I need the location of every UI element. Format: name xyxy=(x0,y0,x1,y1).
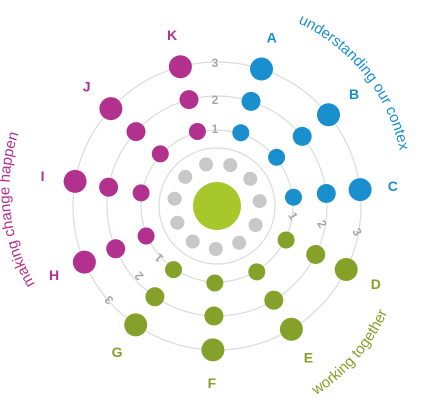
dot-e-2 xyxy=(264,290,284,310)
ring-label-left-1: 1 xyxy=(151,250,166,265)
ring-label-top-2: 2 xyxy=(212,93,219,107)
dot-b-3 xyxy=(317,103,340,127)
dot-b-1 xyxy=(268,148,286,166)
dot-j-3 xyxy=(99,97,123,121)
section-label-blue-path: understanding our context xyxy=(0,0,413,152)
dot-h-2 xyxy=(106,239,126,259)
dot-e-3 xyxy=(279,317,303,341)
dot-g-2 xyxy=(145,287,165,307)
spoke-letter-g: G xyxy=(112,344,123,360)
section-label-magenta: making change happen xyxy=(0,130,38,291)
dot-d-2 xyxy=(306,245,326,264)
spoke-letter-d: D xyxy=(371,276,381,292)
dot-a-2 xyxy=(241,91,261,111)
dot-c-3 xyxy=(348,178,372,202)
spoke-letter-h: H xyxy=(49,267,59,283)
spoke-letter-b: B xyxy=(349,86,359,102)
dot-h-1 xyxy=(137,227,155,245)
spoke-letter-e: E xyxy=(304,350,313,366)
dot-j-0 xyxy=(178,169,193,184)
dot-b-2 xyxy=(292,126,312,146)
dot-f-2 xyxy=(204,306,224,326)
ring-label-left-2: 2 xyxy=(131,268,146,283)
spoke-letter-f: F xyxy=(208,375,217,391)
dot-a-3 xyxy=(250,57,273,81)
center-dot xyxy=(193,182,241,230)
dot-k-3 xyxy=(168,55,192,79)
dot-i-0 xyxy=(167,191,182,206)
dot-a-0 xyxy=(223,158,238,173)
dot-b-0 xyxy=(243,171,258,186)
dot-i-2 xyxy=(99,177,119,197)
dot-i-1 xyxy=(132,184,150,202)
ring-0 xyxy=(158,147,276,265)
dot-c-0 xyxy=(252,194,267,209)
section-label-green-path: working together xyxy=(308,307,391,399)
dot-i-3 xyxy=(63,169,87,193)
spoke-letter-i: I xyxy=(41,168,45,184)
dot-e-0 xyxy=(232,235,247,250)
dot-a-1 xyxy=(232,124,250,142)
dot-h-0 xyxy=(170,215,185,230)
dot-c-2 xyxy=(316,184,336,203)
ring-labels-group: 1 2 3 1 2 3 1 2 3 xyxy=(101,56,364,307)
ring-label-top-1: 1 xyxy=(212,122,219,136)
dot-g-3 xyxy=(124,313,148,337)
dot-d-3 xyxy=(334,258,358,281)
section-label-green: working together xyxy=(308,307,391,399)
dot-k-2 xyxy=(179,90,199,110)
dot-e-1 xyxy=(248,263,266,281)
spoke-letter-k: K xyxy=(167,27,177,43)
section-label-blue: understanding our context xyxy=(0,0,413,152)
dot-j-2 xyxy=(126,122,146,142)
dot-f-0 xyxy=(208,242,223,256)
spoke-letter-a: A xyxy=(267,30,277,46)
letters-group: A B C D E F G H I J K xyxy=(41,27,398,391)
dot-c-1 xyxy=(285,188,302,206)
dot-k-1 xyxy=(188,123,206,140)
ring-label-right-2: 2 xyxy=(314,218,330,231)
dot-j-1 xyxy=(151,145,169,163)
dot-g-1 xyxy=(165,261,182,279)
ring-label-right-1: 1 xyxy=(285,210,301,223)
dot-g-0 xyxy=(185,234,200,249)
dots-group xyxy=(63,55,372,362)
dot-d-0 xyxy=(248,218,263,232)
dot-k-0 xyxy=(199,157,214,172)
spoke-letter-j: J xyxy=(83,78,91,94)
dot-f-3 xyxy=(201,338,225,362)
dot-h-3 xyxy=(72,250,96,274)
dot-f-1 xyxy=(206,274,224,292)
section-label-magenta-path: making change happen xyxy=(0,130,38,291)
spoke-letter-c: C xyxy=(388,178,398,194)
ring-label-top-3: 3 xyxy=(212,56,219,70)
dot-d-1 xyxy=(277,231,295,249)
